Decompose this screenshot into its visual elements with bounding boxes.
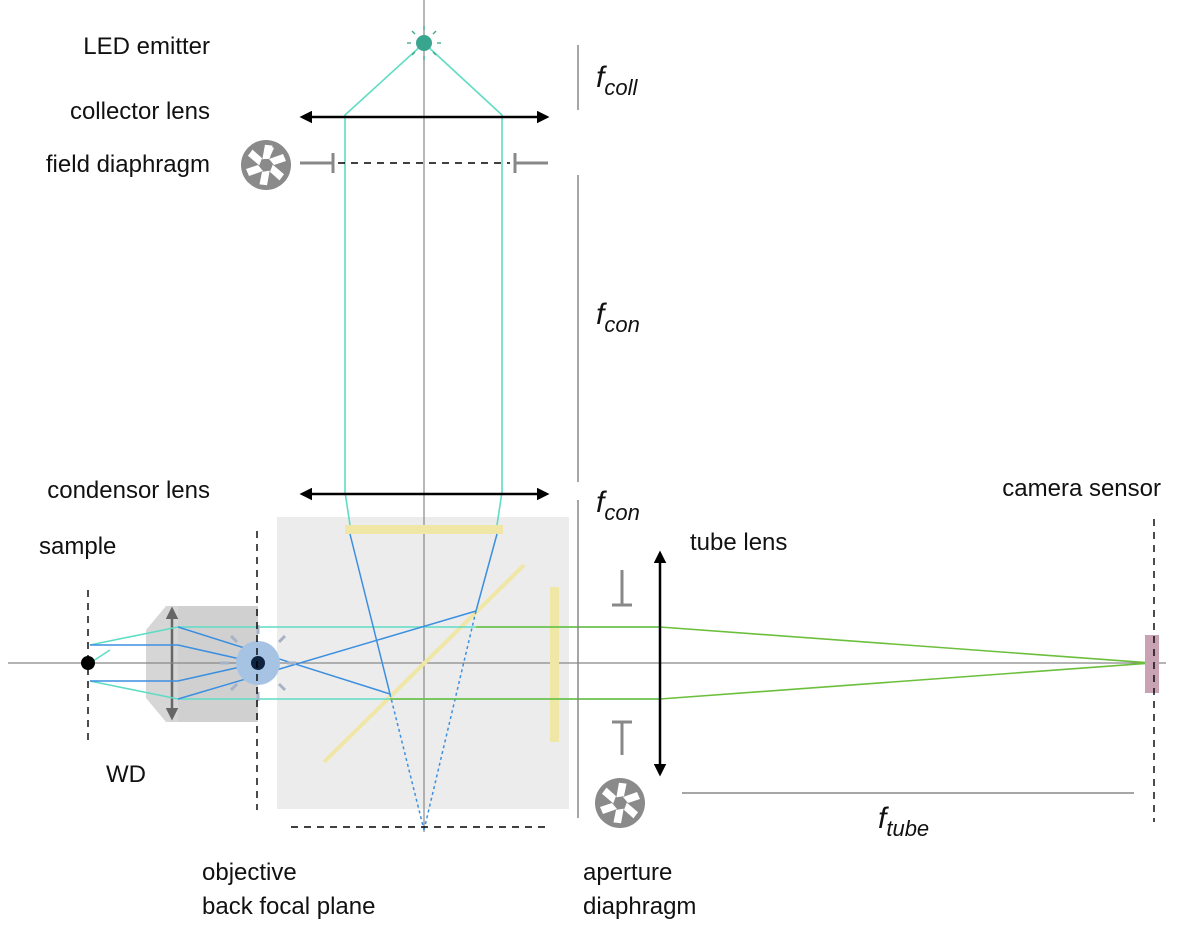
f-coll-label: fcoll bbox=[596, 61, 638, 100]
distance-markers bbox=[577, 45, 1134, 818]
condensor-lens-label: condensor lens bbox=[47, 477, 210, 504]
f-tube-label: ftube bbox=[878, 802, 929, 841]
f-con-upper-label: fcon bbox=[596, 298, 640, 337]
led-emitter-label: LED emitter bbox=[83, 33, 210, 60]
aperture-label-line2: diaphragm bbox=[583, 893, 696, 920]
sample-point bbox=[81, 656, 95, 670]
objective-label-line1: objective bbox=[202, 859, 297, 886]
f-con-lower-label: fcon bbox=[596, 486, 640, 525]
excitation-filter bbox=[345, 525, 503, 534]
field-diaphragm-label: field diaphragm bbox=[46, 151, 210, 178]
sample-label: sample bbox=[39, 533, 116, 560]
tube-lens-label: tube lens bbox=[690, 529, 787, 556]
aperture-diaphragm-stops bbox=[612, 570, 632, 755]
emission-filter bbox=[550, 587, 559, 742]
aperture-label-line1: aperture bbox=[583, 859, 672, 886]
dichroic-mirror bbox=[322, 563, 526, 764]
led-emitter bbox=[407, 26, 441, 60]
aperture-diaphragm-iris-icon bbox=[595, 778, 645, 828]
field-diaphragm-iris-icon bbox=[241, 140, 291, 190]
objective-label-line2: back focal plane bbox=[202, 893, 375, 920]
back-focal-plane-point bbox=[220, 625, 296, 701]
collector-lens-label: collector lens bbox=[70, 98, 210, 125]
wd-label: WD bbox=[106, 761, 146, 788]
camera-sensor bbox=[1145, 635, 1159, 693]
camera-sensor-label: camera sensor bbox=[1002, 475, 1161, 502]
reference-planes bbox=[87, 519, 1155, 828]
field-diaphragm bbox=[300, 153, 548, 173]
